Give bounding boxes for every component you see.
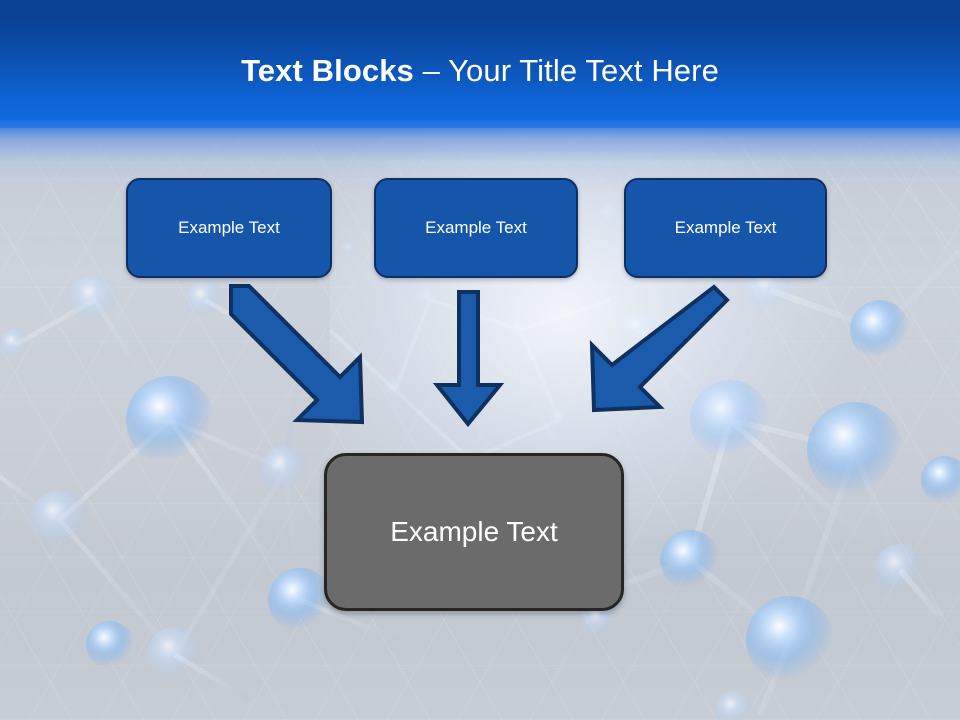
arrow-center-vertical: [432, 290, 505, 428]
text-block-1-label: Example Text: [178, 218, 280, 237]
page-title-rest: Your Title Text Here: [448, 53, 719, 88]
result-text-block-label: Example Text: [390, 516, 558, 547]
arrow-right-diagonal: [589, 284, 730, 413]
page-title-bold: Text Blocks: [241, 53, 414, 88]
arrow-left-diagonal: [229, 284, 365, 425]
text-block-3-label: Example Text: [674, 218, 777, 237]
page-title: Text Blocks – Your Title Text Here: [0, 52, 960, 90]
text-block-1[interactable]: Example Text: [126, 178, 332, 278]
title-banner: [0, 0, 960, 128]
text-block-2-label: Example Text: [425, 218, 527, 237]
text-block-2[interactable]: Example Text: [374, 178, 578, 278]
text-block-3[interactable]: Example Text: [624, 178, 827, 278]
page-title-separator: –: [413, 53, 449, 88]
result-text-block[interactable]: Example Text: [324, 453, 624, 611]
